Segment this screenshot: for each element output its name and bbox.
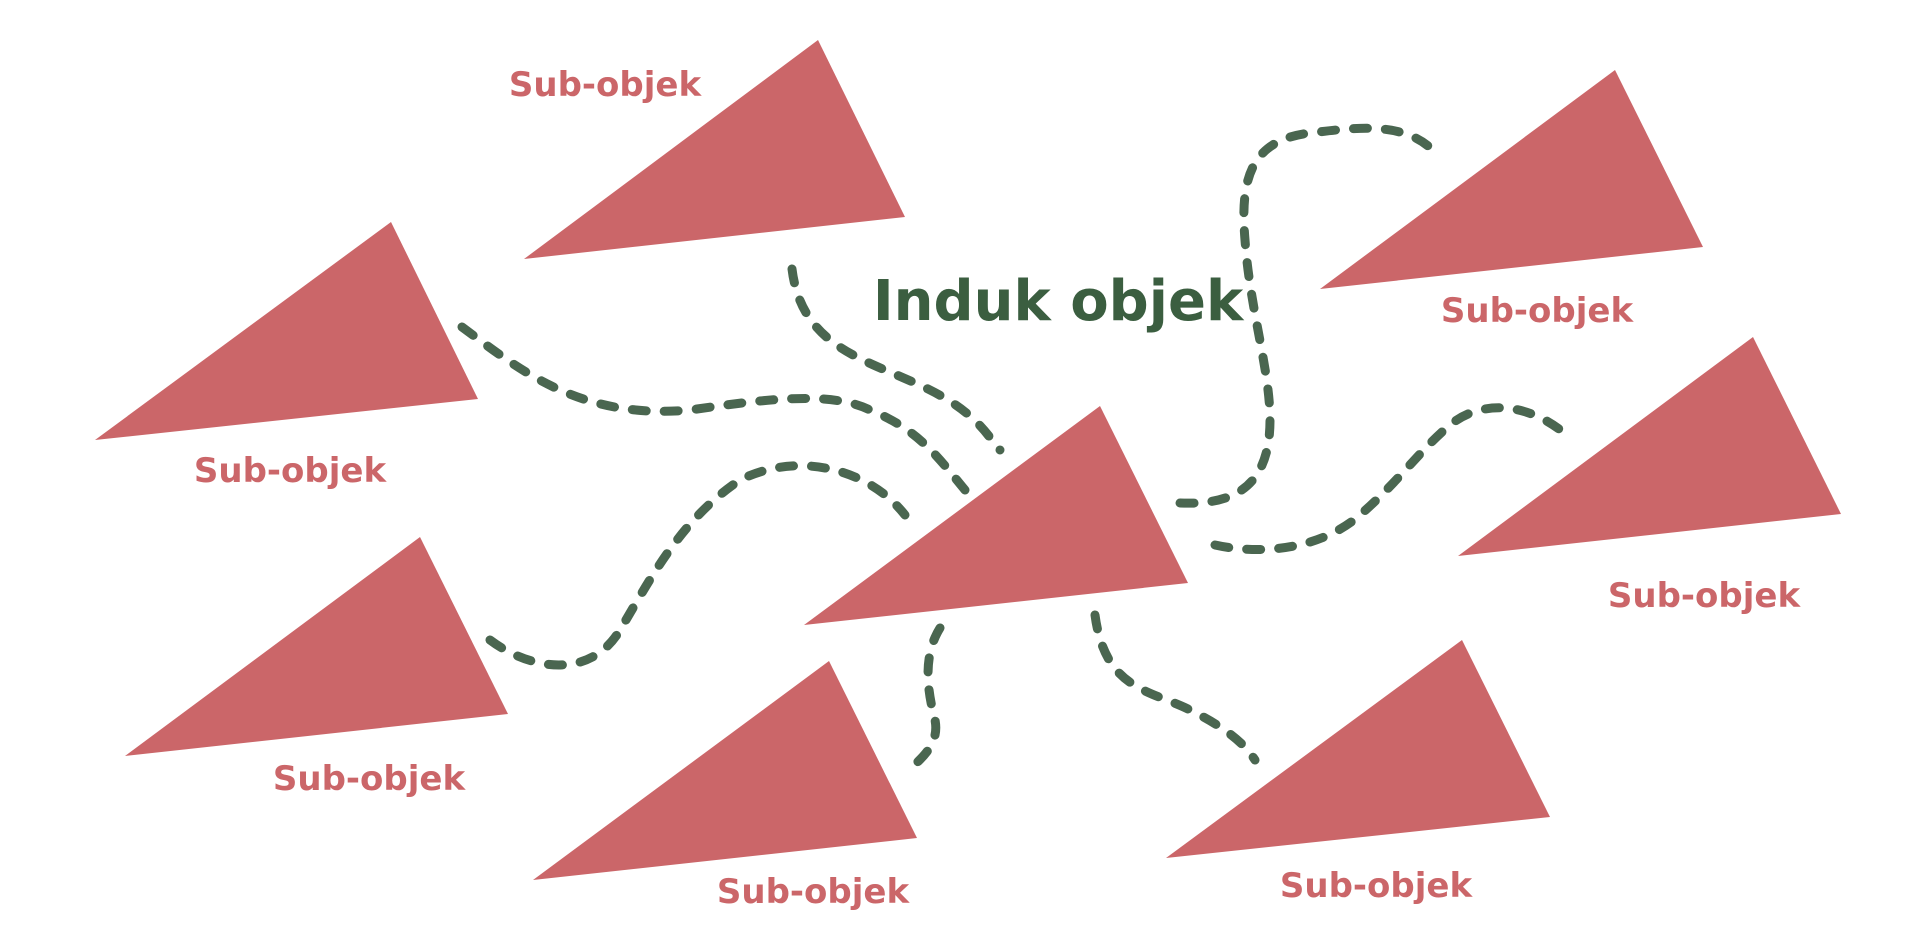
triangle-mid-left bbox=[125, 537, 508, 756]
triangle-top-center bbox=[524, 40, 905, 259]
child-label-bottom-right: Sub-objek bbox=[1280, 866, 1474, 906]
triangle-top-left bbox=[95, 222, 478, 440]
connector-bottom-right bbox=[1090, 610, 1260, 765]
child-label-bottom-center: Sub-objek bbox=[717, 872, 911, 912]
connector-bottom-left bbox=[900, 623, 945, 778]
parent-label: Induk objek bbox=[873, 269, 1245, 334]
triangle-right bbox=[1458, 337, 1841, 556]
connector-right bbox=[1210, 403, 1577, 555]
connectors bbox=[457, 123, 1577, 778]
triangle-center bbox=[804, 406, 1188, 625]
child-label-top-right: Sub-objek bbox=[1441, 291, 1635, 331]
triangle-bottom-center-right bbox=[1166, 640, 1550, 858]
connector-top-right bbox=[1175, 123, 1445, 508]
child-label-top-center: Sub-objek bbox=[509, 65, 703, 105]
connector-top-left bbox=[787, 264, 1005, 455]
triangle-top-right bbox=[1320, 70, 1703, 289]
child-label-right: Sub-objek bbox=[1608, 576, 1802, 616]
child-label-top-left: Sub-objek bbox=[194, 451, 388, 491]
child-label-mid-left: Sub-objek bbox=[273, 759, 467, 799]
triangle-bottom-center-left bbox=[533, 661, 917, 880]
connector-left-upper bbox=[457, 322, 970, 495]
shapes bbox=[95, 40, 1841, 880]
connector-left-lower bbox=[485, 461, 910, 670]
